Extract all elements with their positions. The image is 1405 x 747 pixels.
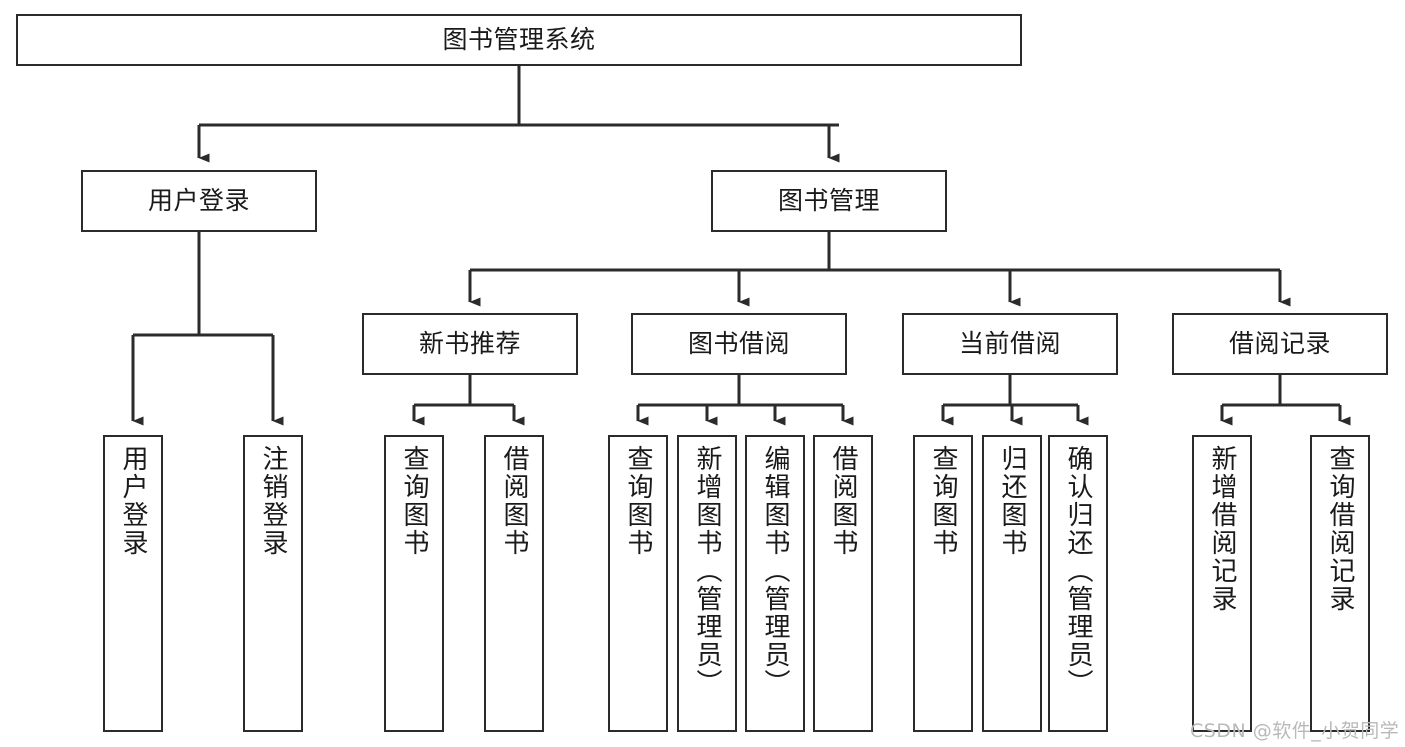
- node-current-borrow-label: 当前借阅: [958, 329, 1061, 359]
- node-book-borrow[interactable]: 图书借阅: [631, 313, 847, 375]
- node-borrow-record-label: 借阅记录: [1228, 329, 1331, 359]
- node-user-login-label: 用户登录: [147, 186, 250, 216]
- node-leaf-return-book[interactable]: 归还图书: [982, 435, 1042, 732]
- node-leaf-user-login[interactable]: 用户登录: [103, 435, 163, 732]
- node-book-management-label: 图书管理: [777, 186, 880, 216]
- node-leaf-query-book-2[interactable]: 查询图书: [608, 435, 668, 732]
- node-new-book-recommend[interactable]: 新书推荐: [362, 313, 578, 375]
- node-leaf-query-record-label: 查询借阅记录: [1325, 445, 1355, 613]
- node-leaf-edit-book[interactable]: 编辑图书（管理员）: [745, 435, 805, 732]
- node-leaf-query-book-1[interactable]: 查询图书: [384, 435, 444, 732]
- node-leaf-query-book-2-label: 查询图书: [623, 445, 653, 557]
- node-leaf-return-book-label: 归还图书: [997, 445, 1027, 557]
- node-leaf-logout-login-label: 注销登录: [258, 445, 288, 557]
- node-book-borrow-label: 图书借阅: [687, 329, 790, 359]
- node-leaf-query-book-3[interactable]: 查询图书: [913, 435, 973, 732]
- node-leaf-confirm-return-label: 确认归还（管理员）: [1063, 445, 1093, 697]
- node-user-login[interactable]: 用户登录: [81, 170, 317, 232]
- node-root-label: 图书管理系统: [442, 25, 596, 55]
- node-root[interactable]: 图书管理系统: [16, 14, 1022, 66]
- node-leaf-query-record[interactable]: 查询借阅记录: [1310, 435, 1370, 732]
- node-new-book-recommend-label: 新书推荐: [418, 329, 521, 359]
- node-leaf-add-record-label: 新增借阅记录: [1207, 445, 1237, 613]
- node-leaf-confirm-return[interactable]: 确认归还（管理员）: [1048, 435, 1108, 732]
- node-borrow-record[interactable]: 借阅记录: [1172, 313, 1388, 375]
- node-leaf-add-book[interactable]: 新增图书（管理员）: [677, 435, 737, 732]
- node-current-borrow[interactable]: 当前借阅: [902, 313, 1118, 375]
- node-leaf-edit-book-label: 编辑图书（管理员）: [760, 445, 790, 697]
- node-leaf-add-book-label: 新增图书（管理员）: [692, 445, 722, 697]
- node-leaf-logout-login[interactable]: 注销登录: [243, 435, 303, 732]
- node-leaf-borrow-book-1-label: 借阅图书: [499, 445, 529, 557]
- node-leaf-borrow-book-2-label: 借阅图书: [828, 445, 858, 557]
- node-leaf-borrow-book-1[interactable]: 借阅图书: [484, 435, 544, 732]
- node-leaf-add-record[interactable]: 新增借阅记录: [1192, 435, 1252, 732]
- node-leaf-borrow-book-2[interactable]: 借阅图书: [813, 435, 873, 732]
- csdn-watermark: CSDN @软件_小贺同学: [1190, 720, 1400, 742]
- node-leaf-query-book-3-label: 查询图书: [928, 445, 958, 557]
- node-leaf-user-login-label: 用户登录: [118, 445, 148, 557]
- node-book-management[interactable]: 图书管理: [711, 170, 947, 232]
- node-leaf-query-book-1-label: 查询图书: [399, 445, 429, 557]
